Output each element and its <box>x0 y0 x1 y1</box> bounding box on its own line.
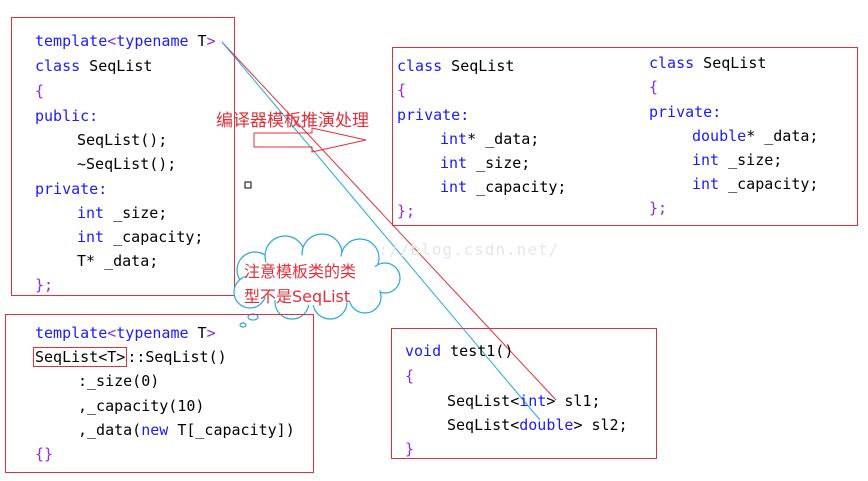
constructor-box: template<typename T> SeqList<T>::SeqList… <box>5 314 314 473</box>
code-line: }; <box>397 202 416 220</box>
code-line: int _capacity; <box>440 178 567 196</box>
code-line: int _size; <box>77 204 168 222</box>
code-line: void test1() <box>405 342 514 360</box>
test-function-box: void test1() { SeqList<int> sl1; SeqList… <box>391 328 657 459</box>
code-line: private: <box>397 106 470 124</box>
code-line: int _size; <box>440 154 531 172</box>
code-line: SeqList<double> sl2; <box>447 416 628 434</box>
connector-line-double <box>221 41 541 421</box>
code-line: { <box>405 367 415 385</box>
code-line: ,_data(new T[_capacity]) <box>78 421 295 439</box>
code-line: SeqList(); <box>77 131 168 149</box>
code-line: class SeqList <box>397 57 515 75</box>
code-line: class SeqList <box>649 54 767 72</box>
code-line: private: <box>649 103 722 121</box>
code-line: class SeqList <box>35 57 153 75</box>
code-line: int* _data; <box>440 130 540 148</box>
code-line: template<typename T> <box>35 32 216 50</box>
code-line: {} <box>35 445 54 463</box>
code-line: SeqList<T>::SeqList() <box>33 347 227 367</box>
template-class-box: template<typename T> class SeqList { pub… <box>11 17 235 296</box>
code-line: ,_capacity(10) <box>78 397 205 415</box>
code-line: { <box>649 78 659 96</box>
code-line: } <box>405 440 415 458</box>
connector-line-int <box>221 41 557 401</box>
code-line: template<typename T> <box>35 324 216 342</box>
code-line: }; <box>649 199 668 217</box>
code-line: double* _data; <box>692 127 819 145</box>
code-line: :_size(0) <box>78 372 160 390</box>
instantiated-class-box: class SeqList { private: int* _data; int… <box>392 47 858 226</box>
small-square-icon <box>244 181 252 189</box>
code-line: { <box>35 82 45 100</box>
code-line: SeqList<int> sl1; <box>447 392 601 410</box>
code-line: int _capacity; <box>692 175 819 193</box>
code-line: ~SeqList(); <box>77 155 177 173</box>
code-line: T* _data; <box>77 252 159 270</box>
code-line: int _size; <box>692 151 783 169</box>
code-line: { <box>397 81 407 99</box>
cloud-text-line1: 注意模板类的类 <box>244 262 357 281</box>
watermark: http://blog.csdn.net/ <box>336 240 560 259</box>
arrow-label: 编译器模板推演处理 <box>216 111 369 131</box>
cloud-text-line2: 型不是SeqList <box>244 287 351 306</box>
highlighted-type: SeqList<T> <box>33 347 128 367</box>
code-line: int _capacity; <box>77 228 204 246</box>
code-line: }; <box>35 276 54 294</box>
code-line: public: <box>35 107 99 125</box>
code-line: private: <box>35 180 108 198</box>
